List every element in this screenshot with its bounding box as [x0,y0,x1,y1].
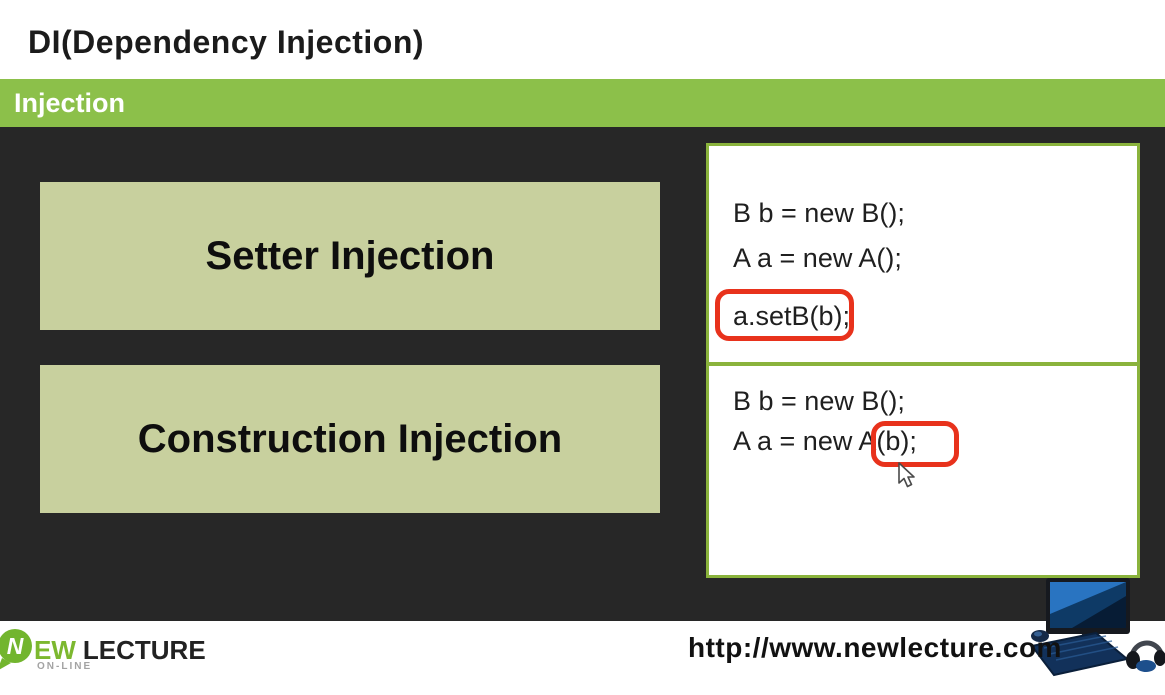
logo-bubble-letter: N [7,633,24,659]
setter-injection-box: Setter Injection [40,182,660,330]
code-line: A a = new A(b); [733,426,917,456]
setter-injection-label: Setter Injection [205,233,495,278]
logo-word-dark: LECTURE [82,635,206,665]
section-banner-label: Injection [14,88,126,118]
logo-subtitle: ON-LINE [37,661,93,672]
website-url-text: http://www.newlecture.com [688,632,1062,663]
code-line: A a = new A(); [733,243,902,273]
slide-body: Setter Injection Construction Injection … [0,127,1165,621]
desktop-computer-icon [1030,578,1165,677]
code-panel: B b = new B(); A a = new A(); a.setB(b);… [706,143,1140,578]
code-line: B b = new B(); [733,198,905,228]
speech-bubble-n-icon: N [0,629,32,670]
code-line: B b = new B(); [733,386,905,416]
construction-injection-box: Construction Injection [40,365,660,513]
code-panel-divider [706,362,1140,366]
section-banner: Injection [0,79,1165,127]
page-title: DI(Dependency Injection) [28,24,425,60]
construction-injection-label: Construction Injection [137,416,563,461]
logo-word-green: EW [34,635,76,665]
code-line: a.setB(b); [733,301,851,331]
arrow-cursor-icon [898,462,915,488]
